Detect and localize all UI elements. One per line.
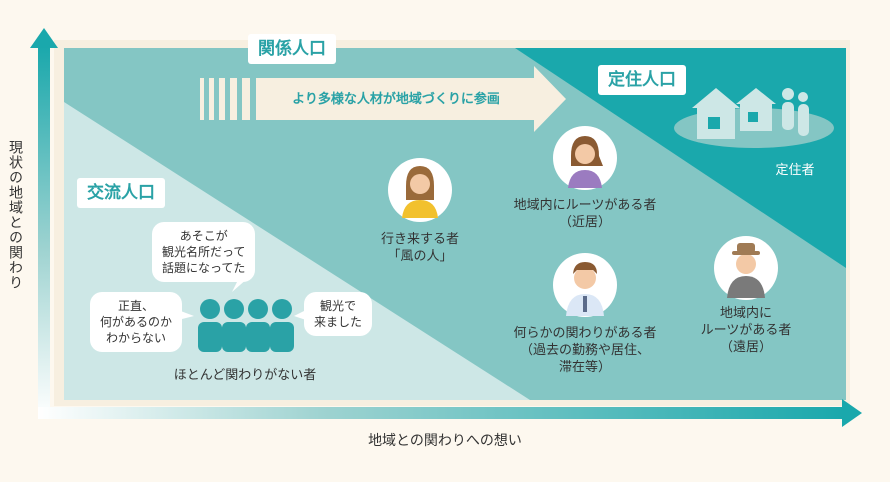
zone-label-kankei: 関係人口 [248,34,336,64]
bubble-right: 観光で 来ました [304,292,373,336]
label-kazenohito: 行き来する者 「風の人」 [380,232,459,264]
label-nanraka: 何らかの関わりがある者 （過去の勤務や居住、 滞在等） [513,326,657,375]
crowd-icon [198,299,294,352]
avatar-kazenohito [388,158,452,222]
x-axis-label: 地域との関わりへの想い [368,433,522,449]
avatar-nanraka [553,253,617,317]
avatar-kinkyo [553,126,617,190]
arrow-text: より多様な人材が地域づくりに参画 [292,92,500,107]
houses-illustration [674,88,834,148]
zone-label-koryu: 交流人口 [77,178,165,208]
bubble-right-tail [294,310,306,320]
bubble-top: あそこが 観光名所だって 話題になってた [152,222,256,282]
x-axis-arrowhead [842,399,862,427]
avatar-enkyo [714,236,778,300]
bubble-left: 正直、 何があるのか わからない [90,292,183,352]
y-axis-arrow [38,46,50,418]
residents-label: 定住者 [775,163,815,178]
label-kinkyo: 地域内にルーツがある者 （近居） [513,198,657,230]
label-group: ほとんど関わりがない者 [173,368,317,383]
x-axis-arrow [38,407,844,419]
participation-arrow [200,66,566,132]
label-enkyo: 地域内に ルーツがある者 （遠居） [700,306,792,355]
y-axis-label: 現状の地域との関わり [7,140,23,290]
zone-label-teiju: 定住人口 [598,65,686,95]
y-axis-arrowhead [30,28,58,48]
